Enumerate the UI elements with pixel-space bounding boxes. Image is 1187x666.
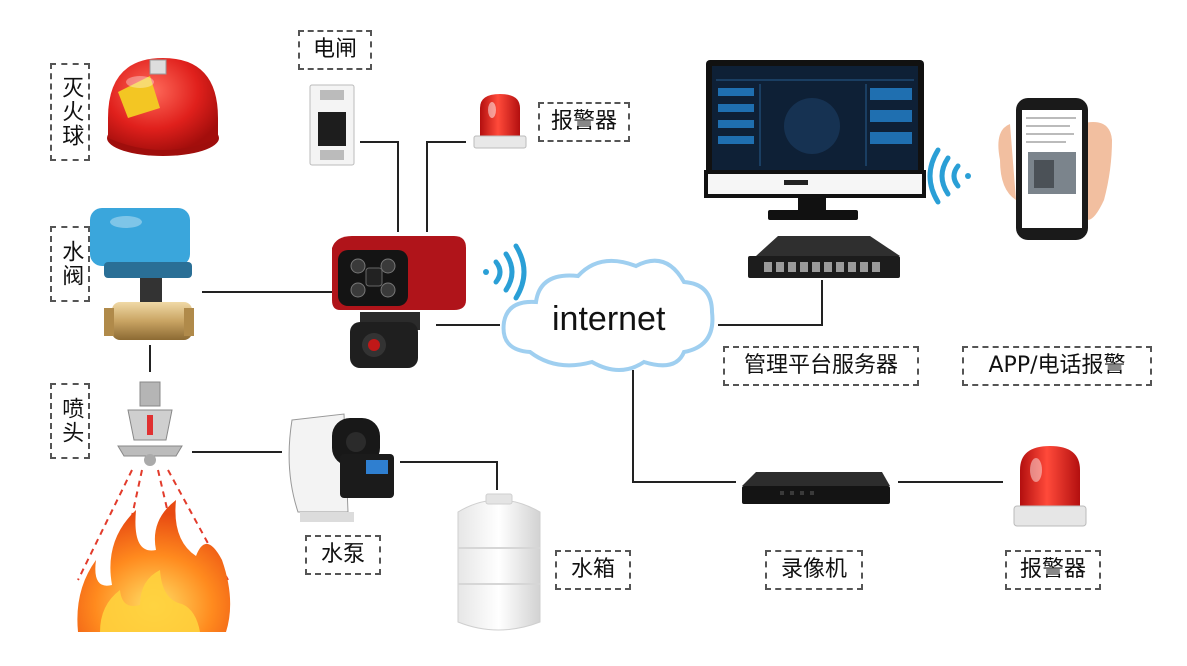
line-pump-tank	[400, 461, 498, 490]
alarm-icon	[473, 94, 527, 149]
sprinkler-icon	[117, 381, 183, 466]
alarm-icon	[1013, 446, 1087, 527]
phone-icon	[998, 98, 1112, 240]
label-recorder: 录像机	[765, 550, 863, 590]
label-server: 管理平台服务器	[723, 346, 919, 386]
flame-icon	[77, 469, 231, 632]
label-valve: 水阀	[50, 226, 90, 302]
label-fire-ball: 灭火球	[50, 63, 90, 161]
line-breaker-camera	[360, 141, 399, 232]
line-alarm-camera	[426, 141, 466, 232]
pump-icon	[288, 413, 394, 522]
cloud-icon	[501, 258, 715, 372]
label-tank: 水箱	[555, 550, 631, 590]
recorder-icon	[742, 472, 890, 504]
label-pump: 水泵	[305, 535, 381, 575]
monitor-icon	[704, 60, 926, 220]
fire-ball-icon	[107, 58, 219, 156]
wifi-icon	[483, 243, 527, 301]
switch-icon	[748, 236, 900, 278]
internet-label: internet	[552, 300, 666, 338]
label-app-alarm: APP/电话报警	[962, 346, 1152, 386]
line-cloud-server	[718, 280, 823, 326]
breaker-icon	[309, 84, 355, 166]
tank-icon	[457, 493, 541, 631]
valve-icon	[90, 208, 194, 340]
wifi-icon	[927, 147, 971, 205]
label-breaker: 电闸	[298, 30, 372, 70]
label-sprinkler: 喷头	[50, 383, 90, 459]
connection-lines	[149, 141, 1003, 490]
label-alarm-top: 报警器	[538, 102, 630, 142]
camera-icon	[332, 236, 466, 368]
line-cloud-recorder	[632, 370, 736, 483]
label-alarm-right: 报警器	[1005, 550, 1101, 590]
